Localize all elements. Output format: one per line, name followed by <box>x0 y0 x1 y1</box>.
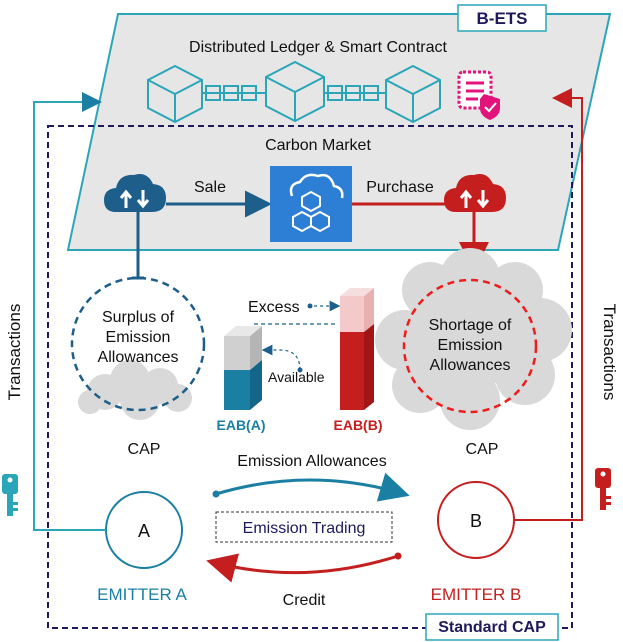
available-pointer <box>261 344 301 371</box>
emission-allowances-label: Emission Allowances <box>237 453 386 470</box>
available-label: Available <box>268 369 325 385</box>
emitter-a-name: EMITTER A <box>97 585 187 604</box>
purchase-label: Purchase <box>366 179 434 196</box>
right-transactions-label: Transactions <box>600 304 619 401</box>
shortage-circle <box>402 278 538 414</box>
standard-cap-label: Standard CAP <box>438 619 546 636</box>
sale-cloud-icon <box>104 174 166 212</box>
emitter-b-letter: B <box>470 511 482 531</box>
purchase-cloud-icon <box>444 174 506 212</box>
grey-cloud-a <box>78 360 192 420</box>
cap-a-label: CAP <box>128 441 161 458</box>
sale-label: Sale <box>194 179 226 196</box>
key-icon-teal <box>2 474 18 516</box>
b-ets-badge: B-ETS <box>457 4 547 32</box>
surplus-text-3: Allowances <box>98 349 179 366</box>
standard-cap-badge: Standard CAP <box>425 613 559 641</box>
excess-label: Excess <box>248 299 300 316</box>
carbon-market-title: Carbon Market <box>265 137 371 154</box>
eab-a-label: EAB(A) <box>217 417 266 433</box>
left-transactions-label: Transactions <box>5 304 24 401</box>
smart-contract-icon <box>457 70 500 120</box>
shortage-text-2: Emission <box>438 337 503 354</box>
credit-label: Credit <box>283 592 326 609</box>
cap-b-label: CAP <box>466 441 499 458</box>
key-icon-red <box>595 468 611 510</box>
carbon-market-icon <box>270 166 352 242</box>
allowances-arrow <box>215 472 410 502</box>
shortage-text-3: Allowances <box>430 357 511 374</box>
standard-cap-boundary <box>47 125 573 629</box>
surplus-circle <box>70 276 206 412</box>
emission-trading-label: Emission Trading <box>243 520 366 537</box>
surplus-text-1: Surplus of <box>102 309 175 326</box>
surplus-text-2: Emission <box>106 329 171 346</box>
ledger-title: Distributed Ledger & Smart Contract <box>189 39 447 56</box>
eab-b-label: EAB(B) <box>334 417 383 433</box>
shortage-text-1: Shortage of <box>429 317 512 334</box>
emission-trading-box <box>215 511 393 543</box>
b-ets-label: B-ETS <box>477 9 528 28</box>
blockchain-chain-icon <box>147 60 441 124</box>
grey-cloud-b <box>375 248 572 430</box>
left-transactions-path <box>33 92 106 531</box>
emitter-b-name: EMITTER B <box>431 585 522 604</box>
emitter-a-letter: A <box>138 521 150 541</box>
right-transactions-path <box>514 88 583 521</box>
eab-a-bar <box>224 326 262 410</box>
eab-b-bar <box>340 288 374 410</box>
credit-arrow <box>206 553 399 583</box>
